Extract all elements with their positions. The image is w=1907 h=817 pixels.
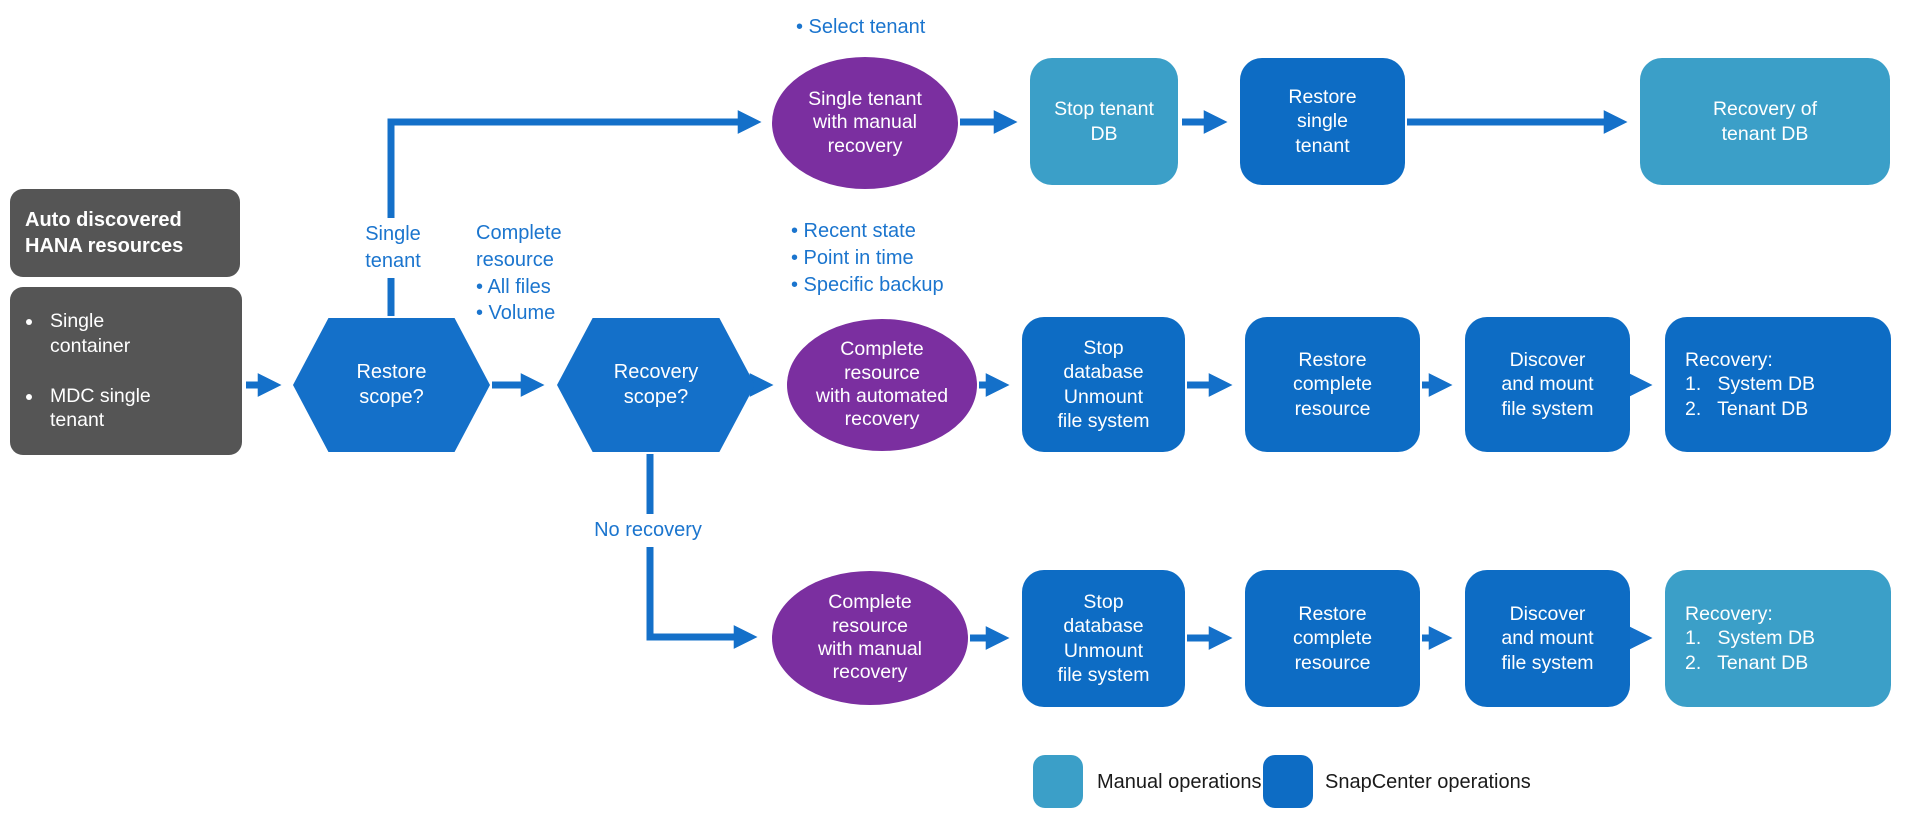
ellipse-label: Complete resource with automated recover… [815,338,949,431]
step-label: Restore complete resource [1292,348,1373,420]
auto-discovered-title-box: Auto discovered HANA resources [10,189,240,277]
step-label: Discover and mount file system [1501,348,1594,420]
legend-label-snapcenter: SnapCenter operations [1325,755,1531,808]
step-discover-mount-mid: Discover and mount file system [1465,317,1630,452]
step-label: Recovery: 1. System DB 2. Tenant DB [1685,602,1816,674]
step-label: Stop database Unmount file system [1057,336,1150,432]
step-label: Restore complete resource [1292,602,1373,674]
step-stop-database-unmount-mid: Stop database Unmount file system [1022,317,1185,452]
single-tenant-branch-label: Single tenant [338,218,448,278]
resource-types-box: Single container MDC single tenant [10,287,242,455]
step-label: Restore single tenant [1288,85,1357,157]
step-restore-single-tenant: Restore single tenant [1240,58,1405,185]
step-stop-tenant-db: Stop tenant DB [1030,58,1178,185]
step-restore-complete-resource-mid: Restore complete resource [1245,317,1420,452]
legend-text: SnapCenter operations [1325,770,1531,793]
step-label: Recovery of tenant DB [1712,98,1818,145]
step-recovery-list-bot: Recovery: 1. System DB 2. Tenant DB [1665,570,1891,707]
ellipse-label: Complete resource with manual recovery [817,591,923,684]
resource-item-single-container: Single container [44,309,172,358]
resource-item-mdc-single-tenant: MDC single tenant [44,384,172,433]
recovery-options-note: • Recent state • Point in time • Specifi… [791,220,944,296]
step-label: Recovery: 1. System DB 2. Tenant DB [1685,348,1816,420]
restore-scope-label: Restore scope? [356,361,427,408]
legend-label-manual: Manual operations [1097,755,1262,808]
no-recovery-branch-label: No recovery [578,514,718,547]
step-restore-complete-resource-bot: Restore complete resource [1245,570,1420,707]
step-recovery-list-mid: Recovery: 1. System DB 2. Tenant DB [1665,317,1891,452]
resource-types-list: Single container MDC single tenant [10,309,172,433]
step-discover-mount-bot: Discover and mount file system [1465,570,1630,707]
legend-swatch-manual [1033,755,1083,808]
legend-swatch-snapcenter [1263,755,1313,808]
step-recovery-of-tenant-db: Recovery of tenant DB [1640,58,1890,185]
single-tenant-manual-recovery-ellipse: Single tenant with manual recovery [772,57,958,189]
complete-resource-manual-recovery-ellipse: Complete resource with manual recovery [772,571,968,705]
step-label: Stop database Unmount file system [1057,590,1150,686]
complete-resource-automated-recovery-ellipse: Complete resource with automated recover… [787,319,977,451]
legend-text: Manual operations [1097,770,1262,793]
recovery-scope-label: Recovery scope? [613,361,699,408]
restore-scope-decision: Restore scope? [293,318,490,452]
step-stop-database-unmount-bot: Stop database Unmount file system [1022,570,1185,707]
complete-resource-branch-label: Complete resource • All files • Volume [476,222,562,325]
recovery-scope-decision: Recovery scope? [557,318,755,452]
auto-discovered-title: Auto discovered HANA resources [25,209,184,257]
ellipse-label: Single tenant with manual recovery [808,87,922,157]
select-tenant-note: • Select tenant [796,16,926,38]
step-label: Stop tenant DB [1054,98,1154,145]
step-label: Discover and mount file system [1501,602,1594,674]
